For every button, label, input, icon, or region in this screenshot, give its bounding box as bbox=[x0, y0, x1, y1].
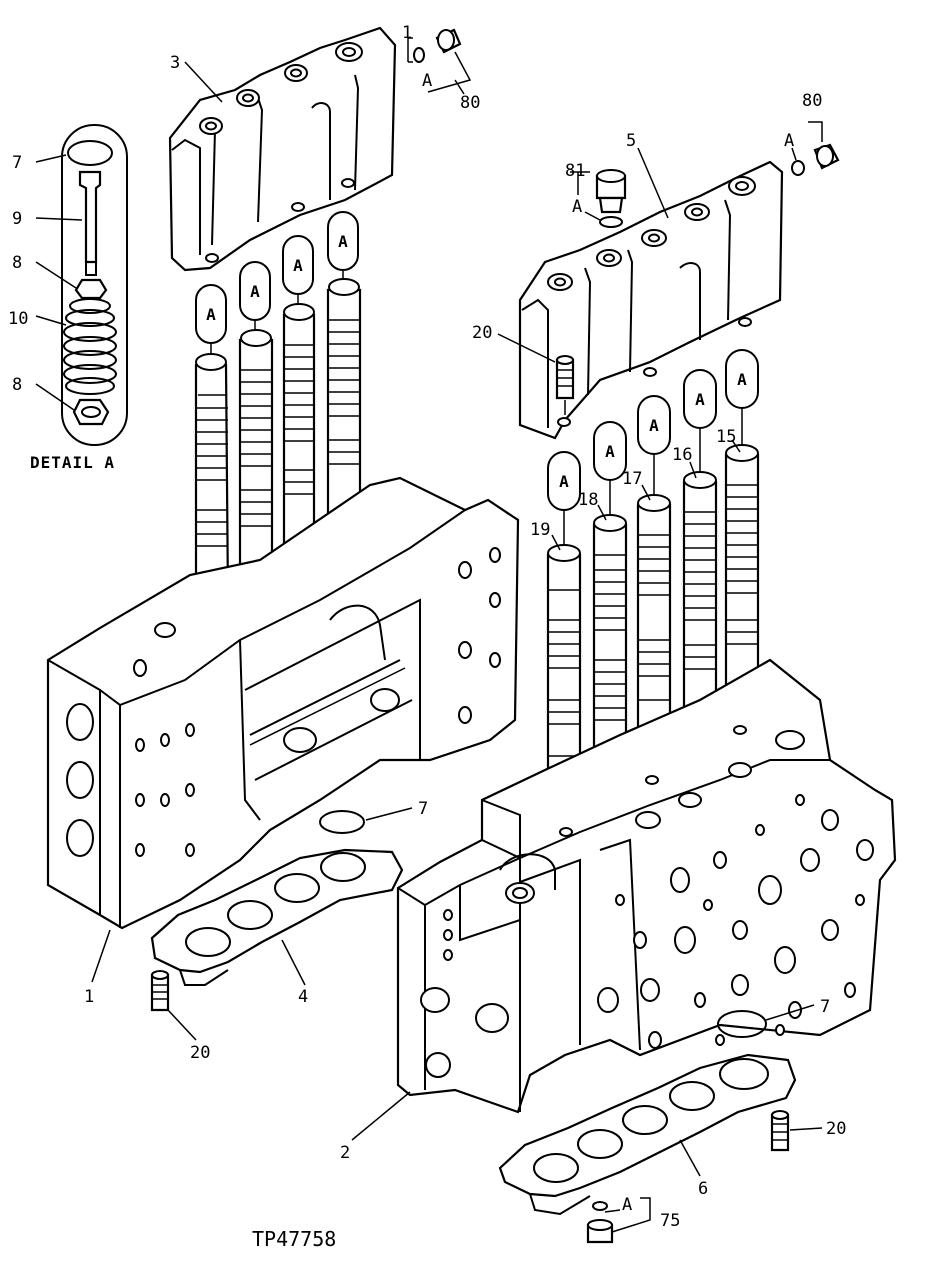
valve-body-2 bbox=[396, 658, 897, 1114]
callout-17: 17 bbox=[622, 469, 642, 489]
cover-6 bbox=[498, 1053, 797, 1216]
cover-4 bbox=[150, 848, 404, 986]
spring-10 bbox=[63, 298, 117, 395]
pill-a-9: A bbox=[737, 370, 747, 389]
callout-80-right: 80 bbox=[802, 91, 822, 111]
callout-7-left: 7 bbox=[418, 799, 428, 819]
callout-a-75: A bbox=[622, 1195, 632, 1215]
pill-a-3: A bbox=[293, 256, 303, 275]
callout-6: 6 bbox=[698, 1179, 708, 1199]
callout-5: 5 bbox=[626, 131, 636, 151]
spools-right bbox=[546, 444, 760, 802]
plug-81 bbox=[570, 169, 627, 228]
callout-80-left: 80 bbox=[460, 93, 480, 113]
plug-80-left bbox=[407, 28, 472, 95]
seal-7-right bbox=[717, 1010, 767, 1038]
spools-left bbox=[194, 278, 373, 623]
callout-7-detail: 7 bbox=[12, 153, 22, 173]
bolt-20-cover bbox=[555, 355, 575, 415]
callout-1-body: 1 bbox=[84, 987, 94, 1007]
callout-8-top: 8 bbox=[12, 253, 22, 273]
seal-7-left bbox=[319, 810, 365, 834]
pill-a-8: A bbox=[695, 390, 705, 409]
callout-a-left: A bbox=[422, 71, 432, 91]
bolt-20-right bbox=[770, 1110, 790, 1152]
detail-a-caption: DETAIL A bbox=[30, 453, 115, 472]
seal-7-detail bbox=[67, 140, 113, 166]
pill-a-2: A bbox=[250, 282, 260, 301]
bolt-20-left bbox=[150, 970, 170, 1012]
left-valve-assembly: 1 A 80 3 A A A A bbox=[46, 23, 520, 1063]
callout-20-left: 20 bbox=[190, 1043, 210, 1063]
callout-19: 19 bbox=[530, 520, 550, 540]
bolt-9 bbox=[78, 170, 102, 264]
cover-5 bbox=[518, 160, 784, 440]
callout-81: 81 bbox=[565, 161, 585, 181]
washer-8-top bbox=[74, 278, 108, 300]
callout-16: 16 bbox=[672, 445, 692, 465]
callout-a-80-right: A bbox=[784, 131, 794, 151]
pills-left: A A A A bbox=[195, 211, 359, 355]
callout-4: 4 bbox=[298, 987, 308, 1007]
callout-75: 75 bbox=[660, 1211, 680, 1231]
washer-8-bottom bbox=[72, 398, 110, 426]
callout-10: 10 bbox=[8, 309, 28, 329]
figure-id: TP47758 bbox=[252, 1227, 336, 1251]
callout-7-right: 7 bbox=[820, 997, 830, 1017]
pill-a-7: A bbox=[649, 416, 659, 435]
callout-8-bottom: 8 bbox=[12, 375, 22, 395]
pill-a-4: A bbox=[338, 232, 348, 251]
pill-a-1: A bbox=[206, 305, 216, 324]
callout-a-81: A bbox=[572, 197, 582, 217]
callout-1-top: 1 bbox=[402, 23, 412, 43]
pills-right: A A A A A bbox=[547, 349, 759, 545]
pill-a-6: A bbox=[605, 442, 615, 461]
cover-3 bbox=[168, 26, 397, 272]
callout-20-cover: 20 bbox=[472, 323, 492, 343]
callout-2: 2 bbox=[340, 1143, 350, 1163]
detail-a-inset: 7 9 8 10 8 DETAIL A bbox=[8, 124, 128, 472]
valve-body-1 bbox=[46, 476, 520, 930]
callout-9: 9 bbox=[12, 209, 22, 229]
callout-20-right: 20 bbox=[826, 1119, 846, 1139]
callout-15: 15 bbox=[716, 427, 736, 447]
callout-3: 3 bbox=[170, 53, 180, 73]
pill-a-5: A bbox=[559, 472, 569, 491]
plug-80-right bbox=[791, 121, 840, 176]
plug-75 bbox=[586, 1197, 651, 1244]
callout-18: 18 bbox=[578, 490, 598, 510]
right-valve-assembly: 81 A 80 A bbox=[340, 91, 897, 1244]
